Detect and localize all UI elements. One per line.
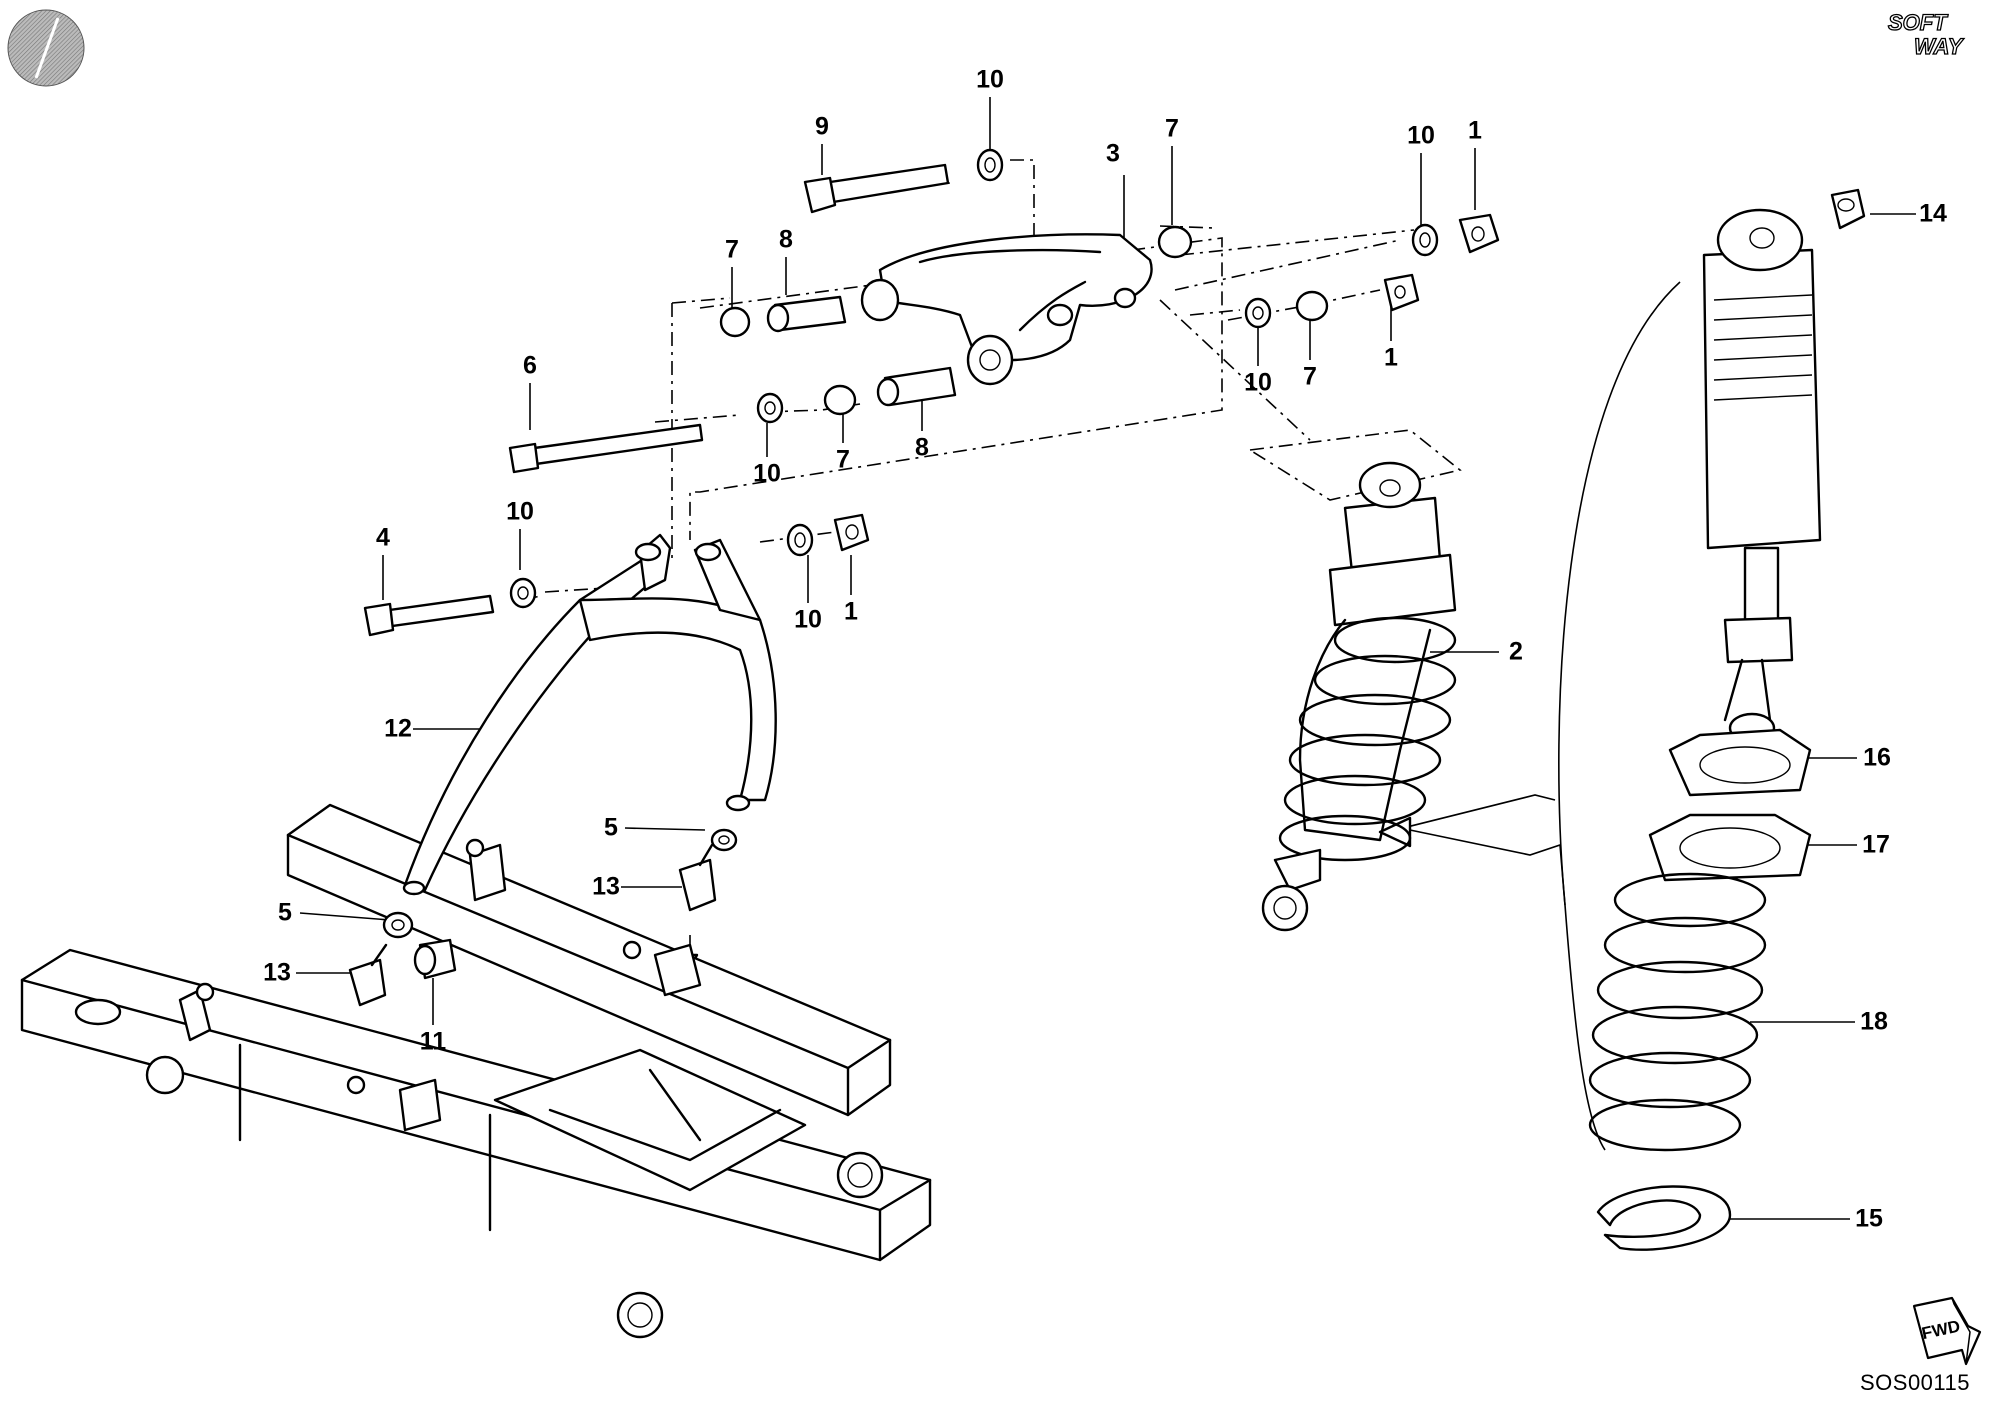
- callout-16: 16: [1863, 743, 1891, 772]
- brand-disc-icon: [7, 9, 85, 87]
- callout-5-left: 5: [278, 898, 292, 927]
- rocker-arm: [860, 233, 1153, 386]
- callout-6: 6: [523, 351, 537, 380]
- callout-8-low: 8: [915, 433, 929, 462]
- callout-4: 4: [376, 523, 390, 552]
- callout-10-right: 10: [1407, 121, 1435, 150]
- callout-1-link: 1: [844, 597, 858, 626]
- callout-1-mid: 1: [1384, 343, 1398, 372]
- callout-10-bolt4: 10: [506, 497, 534, 526]
- svg-text:WAY: WAY: [1914, 34, 1965, 58]
- callout-11: 11: [419, 1027, 447, 1056]
- svg-text:SOFT: SOFT: [1888, 10, 1948, 35]
- callout-18: 18: [1860, 1007, 1888, 1036]
- callout-9: 9: [815, 112, 829, 141]
- callout-3: 3: [1106, 139, 1120, 168]
- callout-13-right: 13: [592, 872, 620, 901]
- callout-17: 17: [1862, 830, 1890, 859]
- shock-absorber-assembled: [1261, 461, 1457, 932]
- callout-2: 2: [1509, 637, 1523, 666]
- document-code: SOS00115: [1859, 1370, 1970, 1395]
- callout-7-top: 7: [1165, 114, 1179, 143]
- callout-8-left: 8: [779, 225, 793, 254]
- callout-10-top: 10: [976, 65, 1004, 94]
- callout-10-low: 10: [753, 459, 781, 488]
- callout-7-left: 7: [725, 235, 739, 264]
- linkage-rod: [402, 533, 777, 896]
- callout-7-mid: 7: [1303, 362, 1317, 391]
- hardware: [348, 148, 1500, 1007]
- callout-10-link: 10: [794, 605, 822, 634]
- forward-arrow-icon: FWD: [1912, 1296, 1982, 1366]
- callout-10-mid: 10: [1244, 368, 1272, 397]
- callout-13-left: 13: [263, 958, 291, 987]
- bolt-6: [508, 423, 704, 474]
- bolt-4: [363, 594, 495, 637]
- callout-7-low: 7: [836, 445, 850, 474]
- shock-exploded: [1588, 188, 1866, 1251]
- callout-1-right: 1: [1468, 116, 1482, 145]
- softway-logo: SOFT WAY: [1887, 10, 1965, 58]
- callout-5-right: 5: [604, 813, 618, 842]
- callout-12: 12: [384, 714, 412, 743]
- swingarm: [20, 803, 932, 1339]
- callout-15: 15: [1855, 1204, 1883, 1233]
- bolt-9: [803, 163, 950, 214]
- callout-14: 14: [1919, 199, 1947, 228]
